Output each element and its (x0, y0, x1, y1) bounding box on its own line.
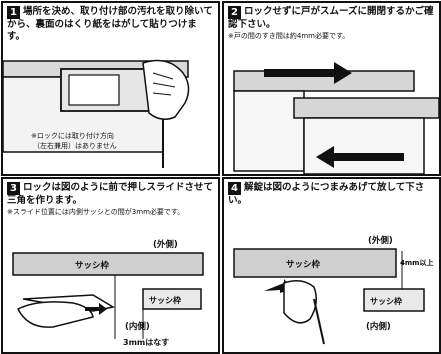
step-4-illustration: (外側) 4mm以上 サッシ枠 サッシ枠 (内側) (233, 235, 433, 345)
outer-label: (外側) (368, 235, 393, 246)
step-1-illustration: ※ロックには取り付け方向 （左右兼用）はありません (3, 59, 190, 168)
step-3-subnote: ※スライド位置には内側サッシとの間が3mm必要です。 (7, 208, 185, 216)
step-1-number: 1 (7, 6, 20, 19)
lock-device-inner (68, 74, 120, 106)
arrow-right-icon (264, 62, 352, 84)
arrow-left-icon (316, 146, 404, 168)
hand-finger-lines (152, 72, 176, 96)
hand-icon (283, 280, 317, 324)
step-3-text: ロックは図のように前で押しスライドさせて三角を作ります。 (7, 182, 214, 206)
hand-icon (142, 59, 190, 120)
step-2-subnote: ※戸の間のすき間は約4mm必要です。 (228, 32, 350, 40)
step-3-number: 3 (7, 182, 20, 195)
step-2-text: ロックせずに戸がスムーズに開閉するかご確認下さい。 (228, 6, 434, 30)
outer-sash-frame (12, 252, 204, 276)
sash-frame-label-2: サッシ枠 (370, 296, 402, 306)
inner-sash-body (303, 117, 425, 174)
step-2-illustration (233, 62, 439, 174)
step-2-number: 2 (228, 6, 241, 19)
hand-icon (16, 301, 94, 328)
inner-sash-top (293, 97, 439, 119)
step-4-number: 4 (228, 182, 241, 195)
step-1-text: 場所を決め、取り付け部の汚れを取り除いてから、裏面のはくり紙をはがして貼りつけま… (7, 6, 213, 42)
sash-frame-label-2: サッシ枠 (149, 295, 181, 305)
outer-sash-frame (233, 248, 397, 278)
inner-label: (内側) (125, 321, 150, 332)
inner-sash-frame (142, 288, 202, 310)
inner-label: (内側) (366, 321, 391, 332)
inner-sash-frame (363, 288, 425, 312)
hook-line (313, 298, 325, 345)
step-4-text: 解錠は図のようにつまみあげて放して下さい。 (228, 182, 425, 206)
gap-text: 3mmはなす (123, 338, 169, 347)
gap-text: 4mm以上 (400, 258, 433, 267)
outer-label: (外側) (153, 239, 178, 250)
push-arrow-icon (85, 303, 107, 315)
sash-frame-label-1: サッシ枠 (286, 259, 321, 270)
sash-frame-label-1: サッシ枠 (75, 260, 110, 271)
step-1-note-line2: （左右兼用）はありません (33, 141, 117, 150)
step-1-note-line1: ※ロックには取り付け方向 (31, 131, 114, 140)
step-3-illustration: (外側) サッシ枠 サッシ枠 (内側) 3mmはなす (12, 239, 204, 347)
